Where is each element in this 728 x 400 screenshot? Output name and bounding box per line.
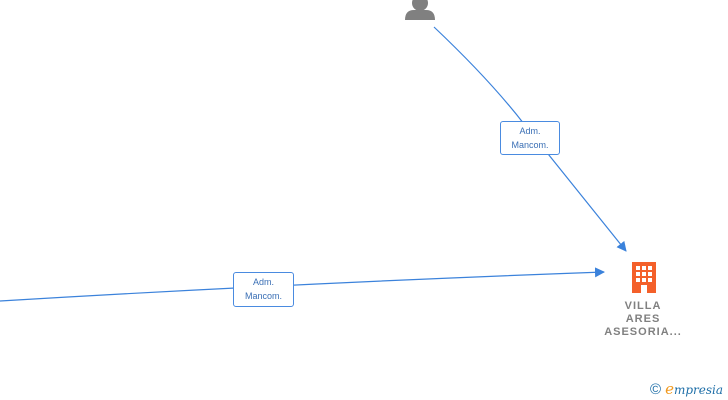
empresia-logo: empresia: [665, 380, 723, 398]
person-icon[interactable]: [405, 0, 435, 20]
company-name[interactable]: VILLA ARES ASESORIA...: [604, 300, 682, 338]
logo-text: mpresia: [673, 383, 724, 397]
logo-initial: e: [665, 380, 674, 398]
edge-left-to-company[interactable]: [0, 267, 605, 302]
edge-label-left-to-company[interactable]: Adm. Mancom.: [233, 272, 294, 307]
building-icon[interactable]: [632, 262, 656, 293]
edge-person-to-company[interactable]: [433, 26, 627, 252]
copyright-symbol: ©: [650, 380, 662, 398]
edge-label-person-to-company[interactable]: Adm. Mancom.: [500, 121, 560, 155]
brand-watermark: © empresia: [650, 380, 723, 398]
